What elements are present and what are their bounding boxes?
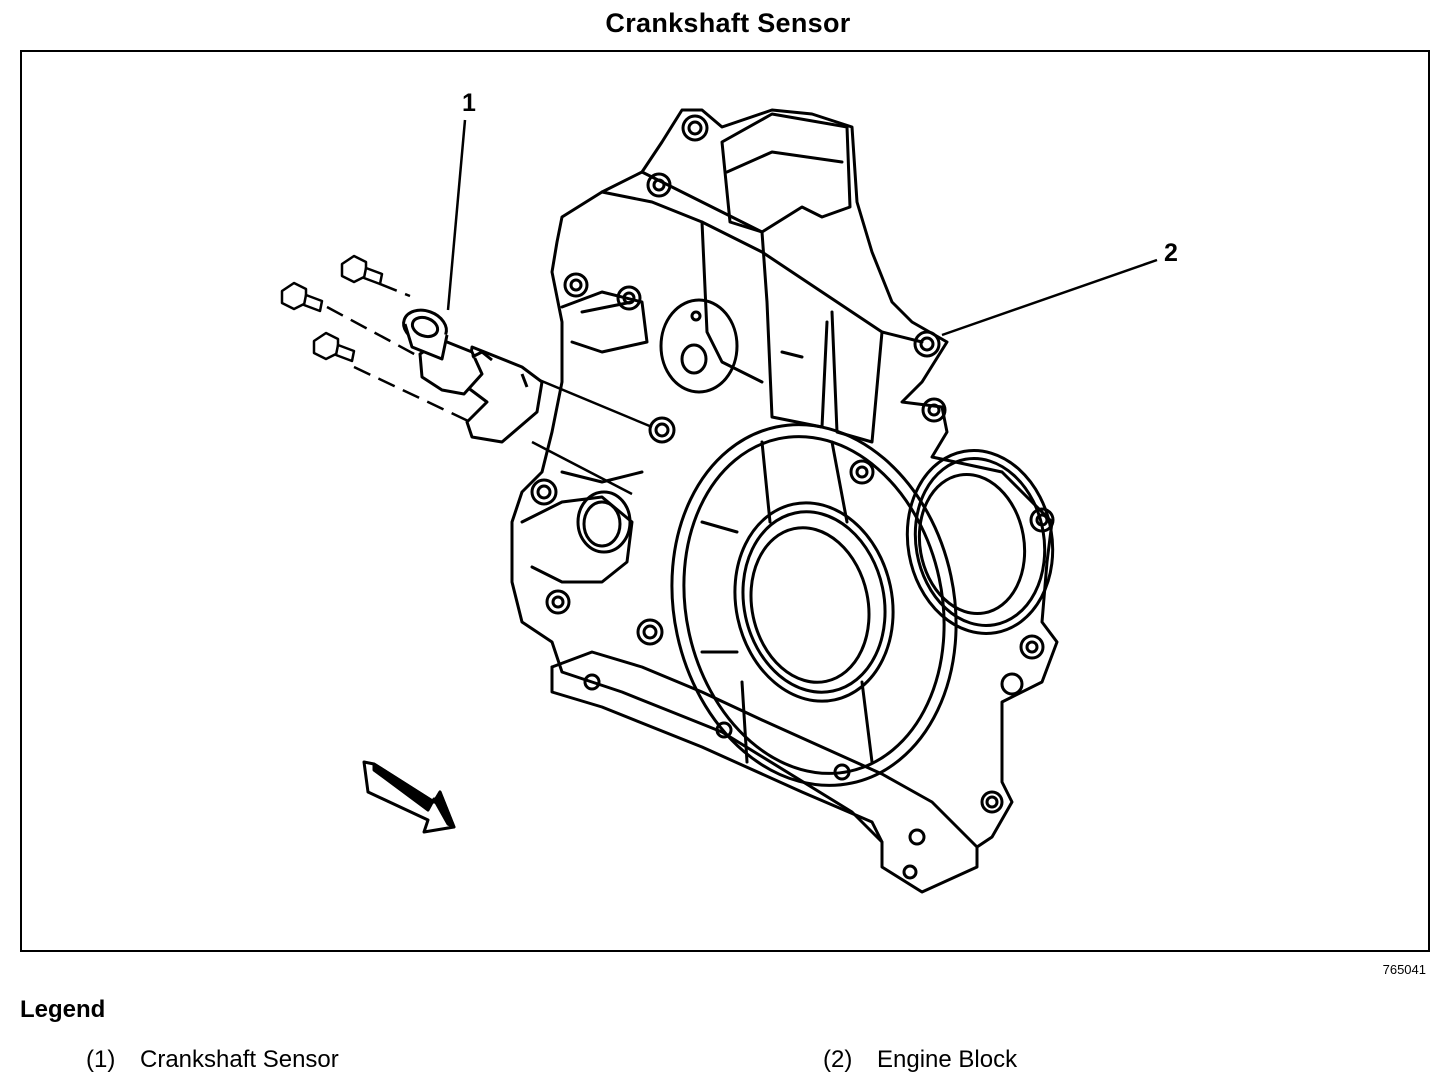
view-direction-arrow <box>362 760 456 834</box>
mounting-hole <box>545 589 571 615</box>
legend-item-label: Crankshaft Sensor <box>140 1046 339 1073</box>
engine-block-outline <box>510 108 1059 894</box>
engine-front-cover-illustration <box>280 108 1158 894</box>
mounting-hole <box>681 114 709 142</box>
legend-heading: Legend <box>20 996 106 1023</box>
mounting-hole <box>563 272 589 298</box>
legend-item-label: Engine Block <box>877 1046 1018 1073</box>
mounting-hole <box>530 478 558 506</box>
mounting-hole <box>1000 672 1024 696</box>
callout-1-leader <box>446 119 467 311</box>
mounting-bolt-bottom <box>312 331 356 363</box>
install-line-bolt-top <box>379 282 411 298</box>
mounting-bolt-middle <box>280 281 324 313</box>
crankshaft-seal <box>733 501 895 703</box>
mounting-bolt-top <box>340 254 384 286</box>
oil-pan-rail <box>550 650 979 849</box>
crankshaft-sensor <box>402 308 544 444</box>
legend-item: (2) Engine Block <box>823 1046 1017 1074</box>
mounting-hole <box>1019 634 1045 660</box>
oil-pump-opening-outer <box>905 449 1055 635</box>
mounting-hole <box>648 416 676 444</box>
legend-item-number: (2) <box>823 1046 853 1073</box>
top-boss <box>720 112 852 234</box>
callout-label-1: 1 <box>462 89 476 117</box>
legend-item: (1) Crankshaft Sensor <box>86 1046 339 1074</box>
legend-item-number: (1) <box>86 1046 116 1073</box>
mounting-hole <box>913 330 941 358</box>
mounting-hole <box>980 790 1004 814</box>
callout-label-2: 2 <box>1164 239 1178 267</box>
mounting-hole <box>849 459 875 485</box>
callout-2-leader <box>941 258 1158 337</box>
mounting-hole <box>921 397 947 423</box>
main-seal-outer <box>670 423 958 787</box>
figure-id: 765041 <box>1382 962 1426 977</box>
illustration-frame: 1 2 <box>20 50 1430 952</box>
mounting-hole <box>646 172 672 198</box>
mounting-hole <box>636 618 664 646</box>
diagram-title: Crankshaft Sensor <box>605 8 851 38</box>
mounting-hole <box>616 285 642 311</box>
